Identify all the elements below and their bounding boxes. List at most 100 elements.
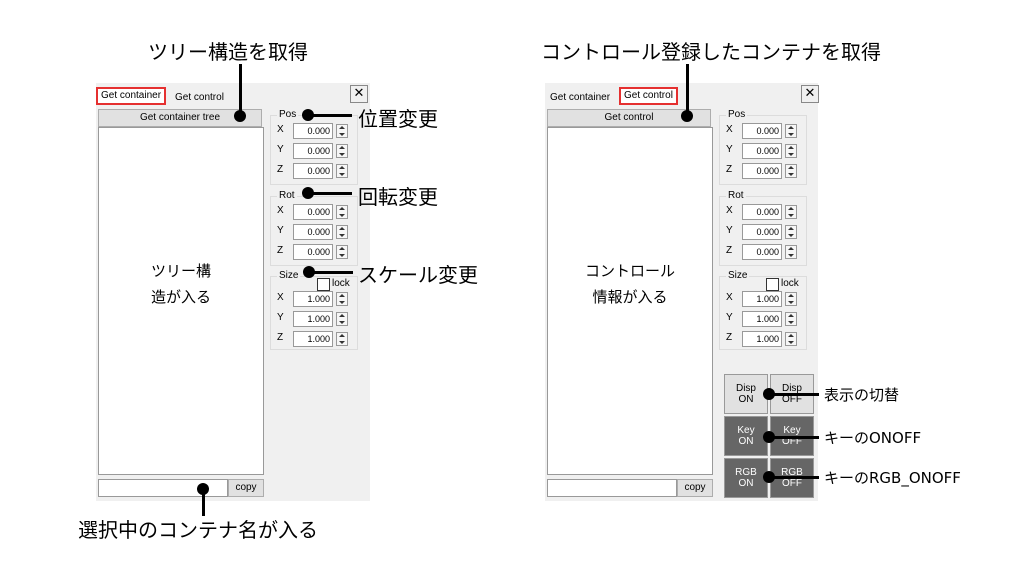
- selected-name-field[interactable]: [98, 479, 228, 497]
- axis-label: X: [726, 292, 733, 303]
- annotation-rot-change: 回転変更: [358, 185, 438, 209]
- spin-icon[interactable]: [785, 164, 797, 178]
- close-icon[interactable]: ✕: [350, 85, 368, 103]
- get-control-button[interactable]: Get control: [547, 109, 711, 127]
- rot-y-input[interactable]: 0.000: [293, 224, 333, 240]
- container-tree-list[interactable]: ツリー構 造が入る: [98, 127, 264, 475]
- size-z-input[interactable]: 1.000: [293, 331, 333, 347]
- spin-icon[interactable]: [785, 144, 797, 158]
- spin-icon[interactable]: [336, 332, 348, 346]
- callout-line: [239, 64, 242, 116]
- copy-button[interactable]: copy: [677, 479, 713, 497]
- size-y-input[interactable]: 1.000: [742, 311, 782, 327]
- tab-get-control[interactable]: Get control: [619, 87, 678, 105]
- spin-icon[interactable]: [785, 332, 797, 346]
- annotation-pos-change: 位置変更: [358, 107, 438, 131]
- size-y-input[interactable]: 1.000: [293, 311, 333, 327]
- spin-icon[interactable]: [785, 245, 797, 259]
- tab-get-container[interactable]: Get container: [96, 87, 167, 105]
- spin-icon[interactable]: [336, 245, 348, 259]
- axis-label: Z: [277, 245, 284, 256]
- rot-z-input[interactable]: 0.000: [293, 244, 333, 260]
- pos-title: Pos: [726, 109, 748, 121]
- lock-checkbox[interactable]: [766, 278, 779, 291]
- control-info-list[interactable]: コントロール 情報が入る: [547, 127, 713, 475]
- spin-icon[interactable]: [785, 124, 797, 138]
- selected-name-field[interactable]: [547, 479, 677, 497]
- spin-icon[interactable]: [336, 164, 348, 178]
- size-x-input[interactable]: 1.000: [742, 291, 782, 307]
- pos-y-row: Y 0.000: [720, 143, 806, 159]
- callout-dot: [302, 187, 314, 199]
- size-z-input[interactable]: 1.000: [742, 331, 782, 347]
- tab-get-control[interactable]: Get control: [172, 89, 227, 107]
- pos-y-input[interactable]: 0.000: [742, 143, 782, 159]
- callout-dot: [763, 388, 775, 400]
- axis-label: Y: [277, 312, 284, 323]
- lock-label: lock: [332, 278, 350, 289]
- control-placeholder-text: コントロール 情報が入る: [560, 258, 700, 310]
- lock-label: lock: [781, 278, 799, 289]
- axis-label: Z: [277, 164, 284, 175]
- btn-line2: OFF: [782, 436, 802, 447]
- spin-icon[interactable]: [336, 144, 348, 158]
- tree-placeholder-line1: ツリー構: [150, 262, 211, 280]
- spin-icon[interactable]: [785, 312, 797, 326]
- spin-icon[interactable]: [785, 292, 797, 306]
- annotation-scale-change: スケール変更: [358, 263, 478, 287]
- axis-label: X: [726, 124, 733, 135]
- right-window: Get container Get control ✕ Get control …: [545, 83, 819, 501]
- spin-icon[interactable]: [785, 225, 797, 239]
- copy-button[interactable]: copy: [228, 479, 264, 497]
- size-x-input[interactable]: 1.000: [293, 291, 333, 307]
- annotation-control-get: コントロール登録したコンテナを取得: [541, 40, 881, 64]
- axis-label: X: [277, 292, 284, 303]
- tab-get-container[interactable]: Get container: [547, 89, 614, 107]
- pos-z-input[interactable]: 0.000: [742, 163, 782, 179]
- axis-label: Z: [726, 332, 733, 343]
- spin-icon[interactable]: [336, 124, 348, 138]
- callout-dot: [763, 471, 775, 483]
- callout-dot: [303, 266, 315, 278]
- pos-x-input[interactable]: 0.000: [742, 123, 782, 139]
- get-container-tree-button[interactable]: Get container tree: [98, 109, 262, 127]
- callout-line: [310, 192, 352, 195]
- size-y-row: Y 1.000: [271, 311, 357, 327]
- spin-icon[interactable]: [336, 292, 348, 306]
- rot-y-input[interactable]: 0.000: [742, 224, 782, 240]
- pos-x-input[interactable]: 0.000: [293, 123, 333, 139]
- rot-z-input[interactable]: 0.000: [742, 244, 782, 260]
- spin-icon[interactable]: [336, 205, 348, 219]
- spin-icon[interactable]: [336, 225, 348, 239]
- rot-x-input[interactable]: 0.000: [293, 204, 333, 220]
- spin-icon[interactable]: [785, 205, 797, 219]
- control-placeholder-line2: 情報が入る: [592, 288, 668, 306]
- pos-y-input[interactable]: 0.000: [293, 143, 333, 159]
- pos-z-input[interactable]: 0.000: [293, 163, 333, 179]
- axis-label: Y: [726, 312, 733, 323]
- callout-dot: [197, 483, 209, 495]
- axis-label: Y: [726, 144, 733, 155]
- axis-label: X: [277, 124, 284, 135]
- btn-line1: Key: [737, 425, 755, 436]
- rot-x-input[interactable]: 0.000: [742, 204, 782, 220]
- annotation-selected-name: 選択中のコンテナ名が入る: [78, 518, 318, 542]
- close-icon[interactable]: ✕: [801, 85, 819, 103]
- spin-icon[interactable]: [336, 312, 348, 326]
- callout-line: [771, 436, 819, 439]
- callout-line: [771, 393, 819, 396]
- btn-line2: ON: [738, 394, 754, 405]
- pos-x-row: X 0.000: [271, 123, 357, 139]
- lock-checkbox[interactable]: [317, 278, 330, 291]
- pos-z-row: Z 0.000: [271, 163, 357, 179]
- btn-line1: Disp: [735, 383, 756, 394]
